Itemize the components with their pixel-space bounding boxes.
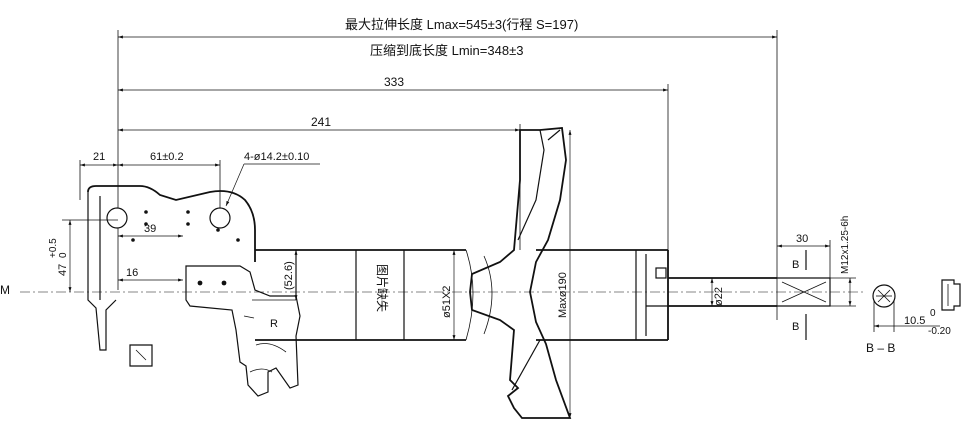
- d105-tol-up: 0: [930, 308, 936, 319]
- dimension-max190: Maxø190: [557, 130, 572, 418]
- d30-label: 30: [796, 233, 808, 245]
- dimension-16: 16: [118, 267, 183, 282]
- mounting-bracket: [87, 185, 301, 397]
- max190-label: Maxø190: [557, 272, 569, 318]
- b-bottom-label: B: [792, 321, 799, 333]
- label-m: M: [0, 283, 10, 297]
- tube-text: 图片缺失: [375, 264, 390, 312]
- dimension-lmin: 压缩到底长度 Lmin=348±3: [370, 43, 523, 58]
- d51-label: ø51X2: [441, 286, 453, 318]
- label-r: R: [270, 318, 278, 330]
- lmax-label: 最大拉伸长度 Lmax=545±3(行程 S=197): [345, 17, 578, 32]
- d22-label: ø22: [713, 287, 725, 306]
- thread-label: M12x1.25-6h: [840, 216, 851, 274]
- dimension-39: 39: [118, 223, 183, 238]
- dimension-lmax: 最大拉伸长度 Lmax=545±3(行程 S=197): [118, 17, 777, 39]
- spring-seat: [465, 127, 572, 419]
- d47-tol-dn: 0: [58, 252, 69, 258]
- section-mark-bottom: B: [792, 314, 807, 340]
- d61-label: 61±0.2: [150, 151, 184, 163]
- dimension-22: ø22: [710, 278, 725, 306]
- dimension-241: 241: [118, 115, 520, 132]
- dimension-30: 30: [777, 233, 831, 278]
- d333-label: 333: [384, 75, 404, 89]
- dimension-61: 61±0.2: [118, 151, 220, 167]
- lmin-label: 压缩到底长度 Lmin=348±3: [370, 43, 523, 58]
- dimension-51: ø51X2: [441, 250, 456, 340]
- dimension-52: (52.6): [283, 250, 298, 300]
- d241-label: 241: [311, 115, 331, 129]
- dimension-holes: 4-ø14.2±0.10: [225, 151, 320, 207]
- d16-label: 16: [126, 267, 138, 279]
- d105-tol-dn: -0.20: [928, 326, 951, 337]
- d52-label: (52.6): [283, 261, 295, 290]
- d47-label: 47: [57, 264, 69, 276]
- upper-tube: [536, 249, 669, 341]
- dimension-333: 333: [118, 75, 668, 92]
- piston-rod: [668, 277, 831, 307]
- extension-lines: [79, 30, 778, 320]
- section-bb: 10.5 0 -0.20 B – B: [866, 279, 961, 355]
- d105-label: 10.5: [904, 315, 925, 327]
- dimension-thread: M12x1.25-6h: [830, 216, 856, 307]
- holes-label: 4-ø14.2±0.10: [244, 151, 309, 163]
- dimension-21: 21: [80, 151, 118, 167]
- section-mark-top: B: [792, 250, 807, 271]
- d21-label: 21: [93, 151, 105, 163]
- b-top-label: B: [792, 259, 799, 271]
- dimension-47: 47 +0.5 0: [48, 219, 118, 292]
- d47-tol-up: +0.5: [48, 238, 59, 258]
- d39-label: 39: [144, 223, 156, 235]
- section-label: B – B: [866, 341, 895, 355]
